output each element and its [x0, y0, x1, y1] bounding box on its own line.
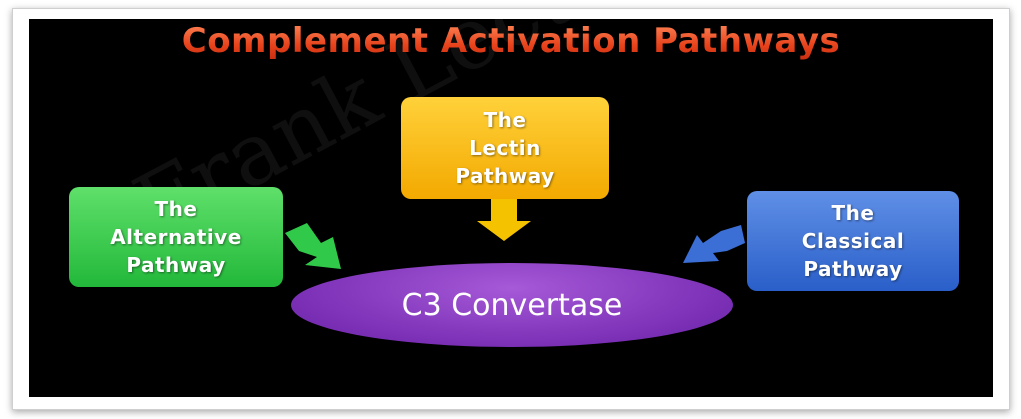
slide-title: Complement Activation Pathways [29, 21, 993, 61]
alternative-line-2: Alternative [110, 225, 242, 249]
c3-convertase-ellipse: C3 Convertase [291, 263, 733, 347]
lectin-line-2: Lectin [469, 136, 541, 160]
c3-convertase-label: C3 Convertase [401, 287, 623, 323]
classical-line-1: The [831, 201, 875, 225]
alternative-arrow [285, 223, 341, 269]
lectin-pathway-box: The Lectin Pathway [401, 97, 609, 199]
classical-pathway-box: The Classical Pathway [747, 191, 959, 291]
slide-canvas: Frank Lectures Complement Activation Pat… [29, 19, 993, 397]
lectin-line-1: The [483, 108, 527, 132]
alternative-pathway-box: The Alternative Pathway [69, 187, 283, 287]
alternative-line-3: Pathway [126, 253, 226, 277]
alternative-line-1: The [154, 197, 198, 221]
lectin-line-3: Pathway [455, 164, 555, 188]
classical-line-3: Pathway [803, 257, 903, 281]
classical-line-2: Classical [801, 229, 905, 253]
classical-arrow [683, 225, 745, 263]
slide-frame: Frank Lectures Complement Activation Pat… [12, 8, 1010, 410]
arrows-layer [285, 199, 745, 269]
lectin-arrow [477, 199, 531, 241]
